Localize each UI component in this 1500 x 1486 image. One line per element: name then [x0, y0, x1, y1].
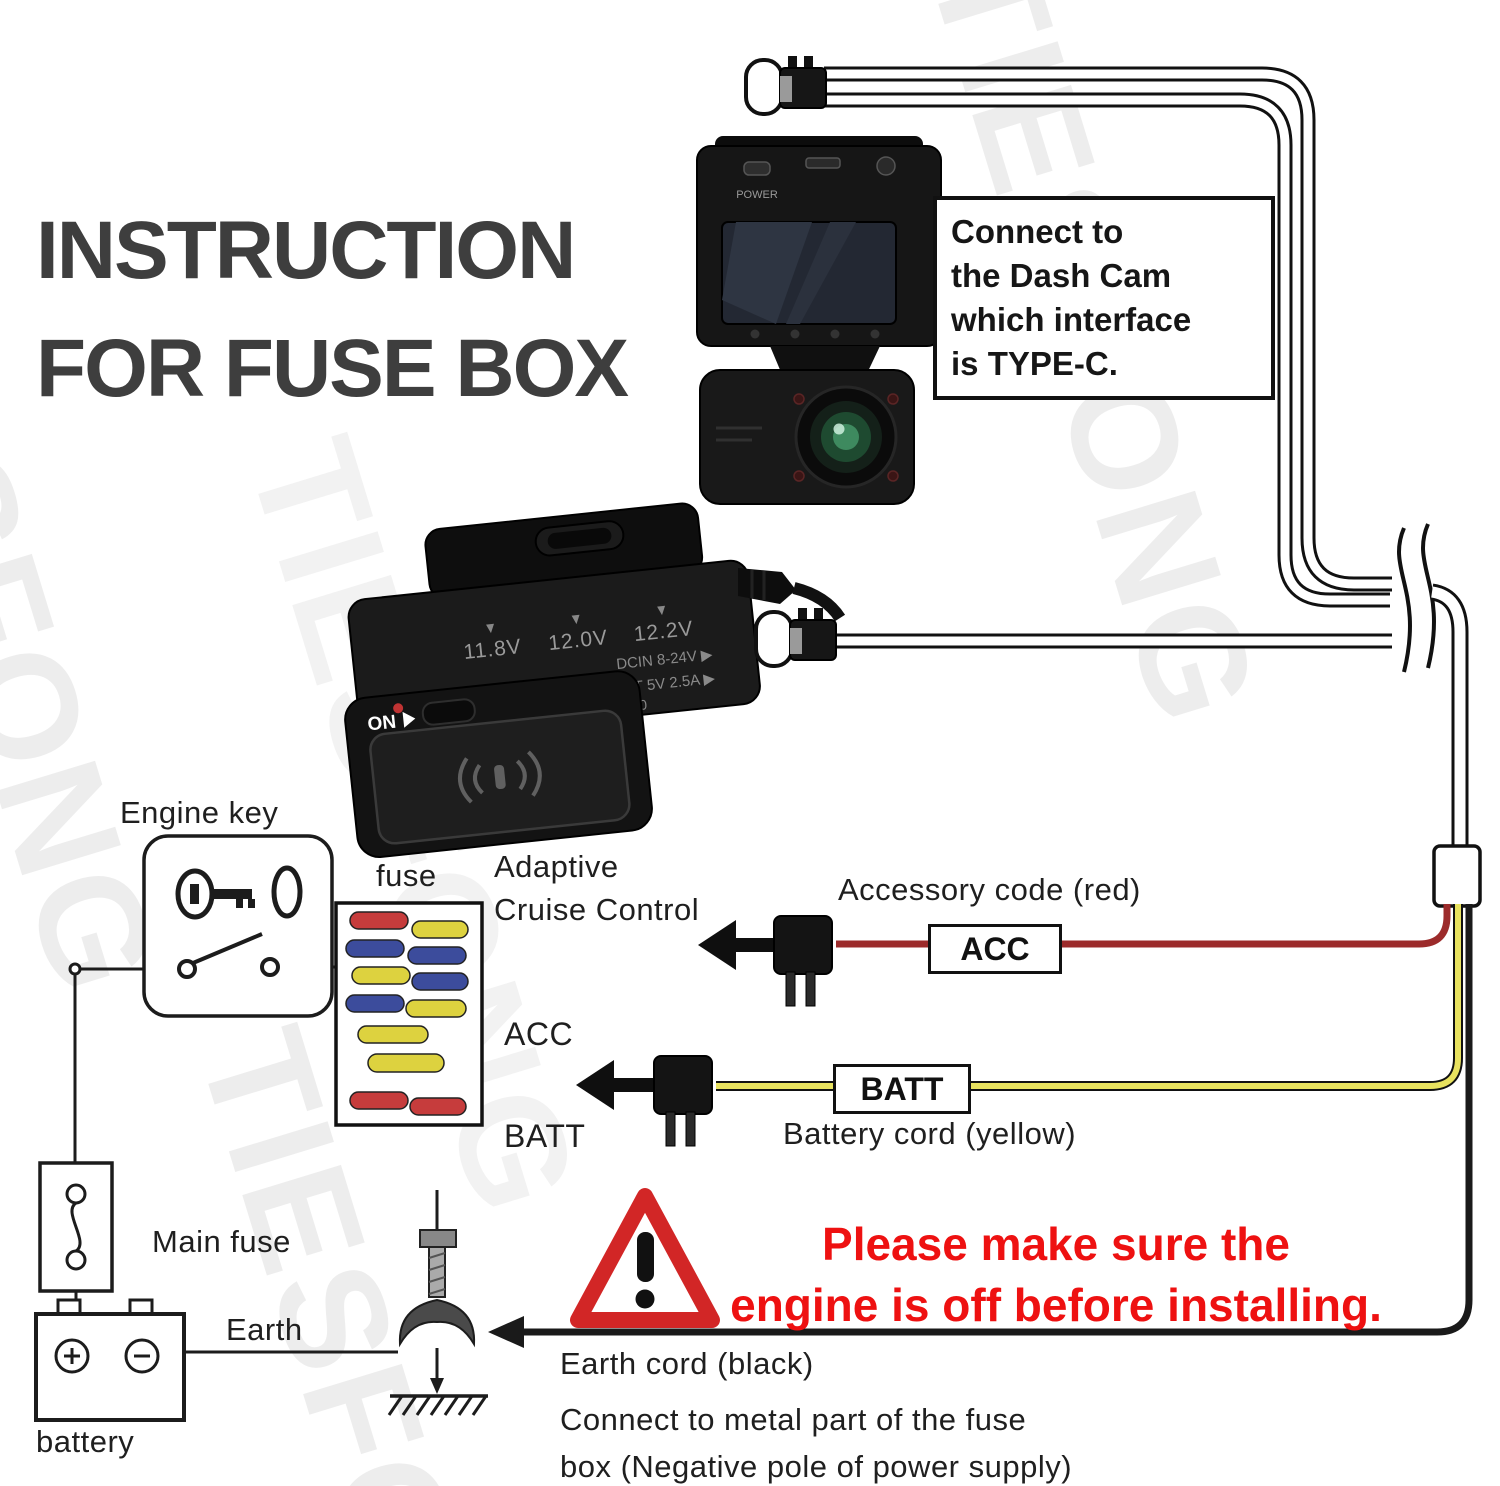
adaptive-cruise-line2: Cruise Control: [494, 892, 700, 927]
batt-fuse-tap: [576, 1055, 713, 1147]
junction-node: [68, 962, 82, 976]
batt-wire-yellow: [716, 904, 1463, 1091]
ir-led: [887, 470, 899, 482]
down-arrow-icon: [430, 1378, 444, 1394]
earth-clamp: [398, 1298, 476, 1348]
batt-tag-box: BATT: [833, 1064, 971, 1114]
earth-cord-label: Earth cord (black): [560, 1346, 814, 1381]
kit-on-label: ON: [367, 712, 398, 736]
status-led: [393, 703, 404, 714]
acc-arrow-icon: [698, 920, 736, 970]
acc-fuse-tap: [698, 915, 833, 1007]
minus-terminal-icon: [124, 1338, 160, 1374]
earth-wire-arrowhead: [488, 1316, 524, 1348]
batt-label: BATT: [504, 1118, 586, 1154]
plus-terminal-icon: [54, 1338, 90, 1374]
ir-led: [793, 393, 805, 405]
type-c-plug-middle: [754, 608, 837, 668]
ground-hatching: [387, 1395, 488, 1416]
connect-note-line: is TYPE-C.: [951, 345, 1118, 382]
engine-key-symbol: [142, 834, 334, 1018]
battery-label: battery: [36, 1424, 135, 1459]
connect-note-line: the Dash Cam: [951, 257, 1172, 294]
sd-slot: [805, 157, 841, 169]
ir-led: [887, 393, 899, 405]
acc-tag-box: ACC: [928, 924, 1062, 974]
kit-level0-label: 0: [638, 696, 648, 713]
av-port: [876, 156, 896, 176]
page-title: INSTRUCTION FOR FUSE BOX: [36, 192, 629, 428]
main-fuse-label: Main fuse: [152, 1224, 291, 1259]
connect-metal-line1: Connect to metal part of the fuse: [560, 1402, 1027, 1437]
warning-text: Please make sure the engine is off befor…: [700, 1214, 1412, 1335]
connect-note-line: which interface: [951, 301, 1192, 338]
hardwire-kit-wireless-pad: ON: [344, 670, 653, 858]
dash-cam-illustration: POWER: [696, 136, 942, 505]
accessory-code-label: Accessory code (red): [838, 872, 1141, 907]
kit-power-switch: [421, 698, 476, 726]
type-c-plug-top: [744, 56, 827, 116]
screw-shaft: [428, 1246, 446, 1298]
screw-head: [419, 1229, 457, 1248]
warning-line2: engine is off before installing.: [730, 1278, 1382, 1331]
camera-lens: [794, 385, 898, 489]
power-port-label: POWER: [736, 189, 778, 201]
connect-metal-line2: box (Negative pole of power supply): [560, 1449, 1073, 1484]
engine-key-label: Engine key: [120, 795, 279, 830]
keyhole-icon: [271, 865, 303, 919]
kit-cable-gland: [738, 568, 846, 622]
usb-cable-top: [824, 66, 1392, 608]
wireless-charging-icon: [458, 750, 542, 804]
battery-cord-label: Battery cord (yellow): [783, 1116, 1077, 1151]
connect-metal-label: Connect to metal part of the fuse box (N…: [560, 1396, 1072, 1486]
adaptive-cruise-line1: Adaptive: [494, 849, 619, 884]
cable-break-symbol: [1394, 523, 1436, 678]
acc-label: ACC: [504, 1016, 574, 1052]
switch-lever: [192, 932, 263, 965]
connect-note-line: Connect to: [951, 213, 1124, 250]
page-title-line1: INSTRUCTION: [36, 205, 576, 296]
warning-line1: Please make sure the: [822, 1218, 1290, 1270]
usb-port: [743, 161, 771, 176]
cable-sheath: [1432, 844, 1482, 908]
power-input-cable: [1430, 583, 1482, 908]
warning-triangle-icon: [570, 1188, 720, 1328]
acc-wire-red: [836, 904, 1451, 948]
fuse-label: fuse: [376, 858, 437, 893]
connect-note-box: Connect to the Dash Cam which interface …: [933, 196, 1275, 400]
earth-point-symbol: [387, 1229, 488, 1416]
ir-led: [793, 470, 805, 482]
on-arrow-icon: [402, 711, 416, 728]
fuse-elements: [345, 911, 469, 1116]
earth-label: Earth: [226, 1312, 303, 1347]
main-fuse-symbol: [38, 1161, 114, 1293]
earth-wire-black: [488, 904, 1473, 1348]
adaptive-cruise-label: Adaptive Cruise Control: [494, 845, 699, 931]
battery-symbol: [34, 1298, 186, 1422]
batt-arrow-icon: [576, 1060, 614, 1110]
page-title-line2: FOR FUSE BOX: [36, 323, 629, 414]
fuse-box-symbol: [334, 901, 484, 1127]
